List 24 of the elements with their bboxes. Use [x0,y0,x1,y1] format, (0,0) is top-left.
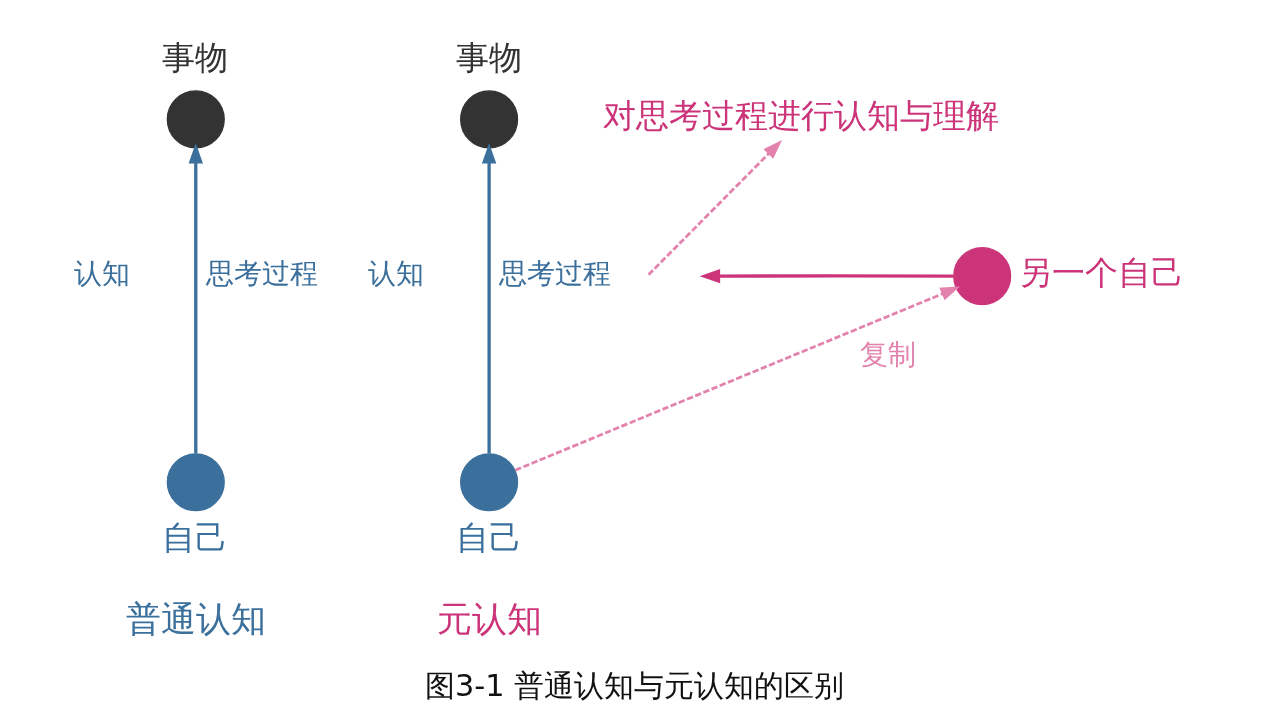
node-label: 事物 [455,37,522,77]
node-circle [166,90,225,149]
node-circle [952,247,1011,306]
arrow [481,142,496,454]
label: 认知 [367,257,424,291]
label: 元认知 [436,597,542,639]
caption: 图3-1 普通认知与元认知的区别 [424,668,844,704]
arrow [699,268,953,284]
node-circle [459,453,518,512]
node-label: 另一个自己 [1018,253,1184,293]
arrow [188,142,203,454]
node-circle [166,453,225,512]
edge-label: 复制 [859,338,916,372]
edge-label: 思考过程 [205,257,318,291]
label: 认知 [73,257,130,291]
node-label: 自己 [455,518,522,557]
arrow [514,286,960,472]
arrow [647,140,782,276]
node-label: 事物 [161,37,228,77]
node-circle [459,90,518,149]
node-text: 对思考过程进行认知与理解 [602,96,999,136]
node-label: 自己 [161,518,228,557]
label: 普通认知 [125,597,266,639]
edge-label: 思考过程 [498,257,611,291]
